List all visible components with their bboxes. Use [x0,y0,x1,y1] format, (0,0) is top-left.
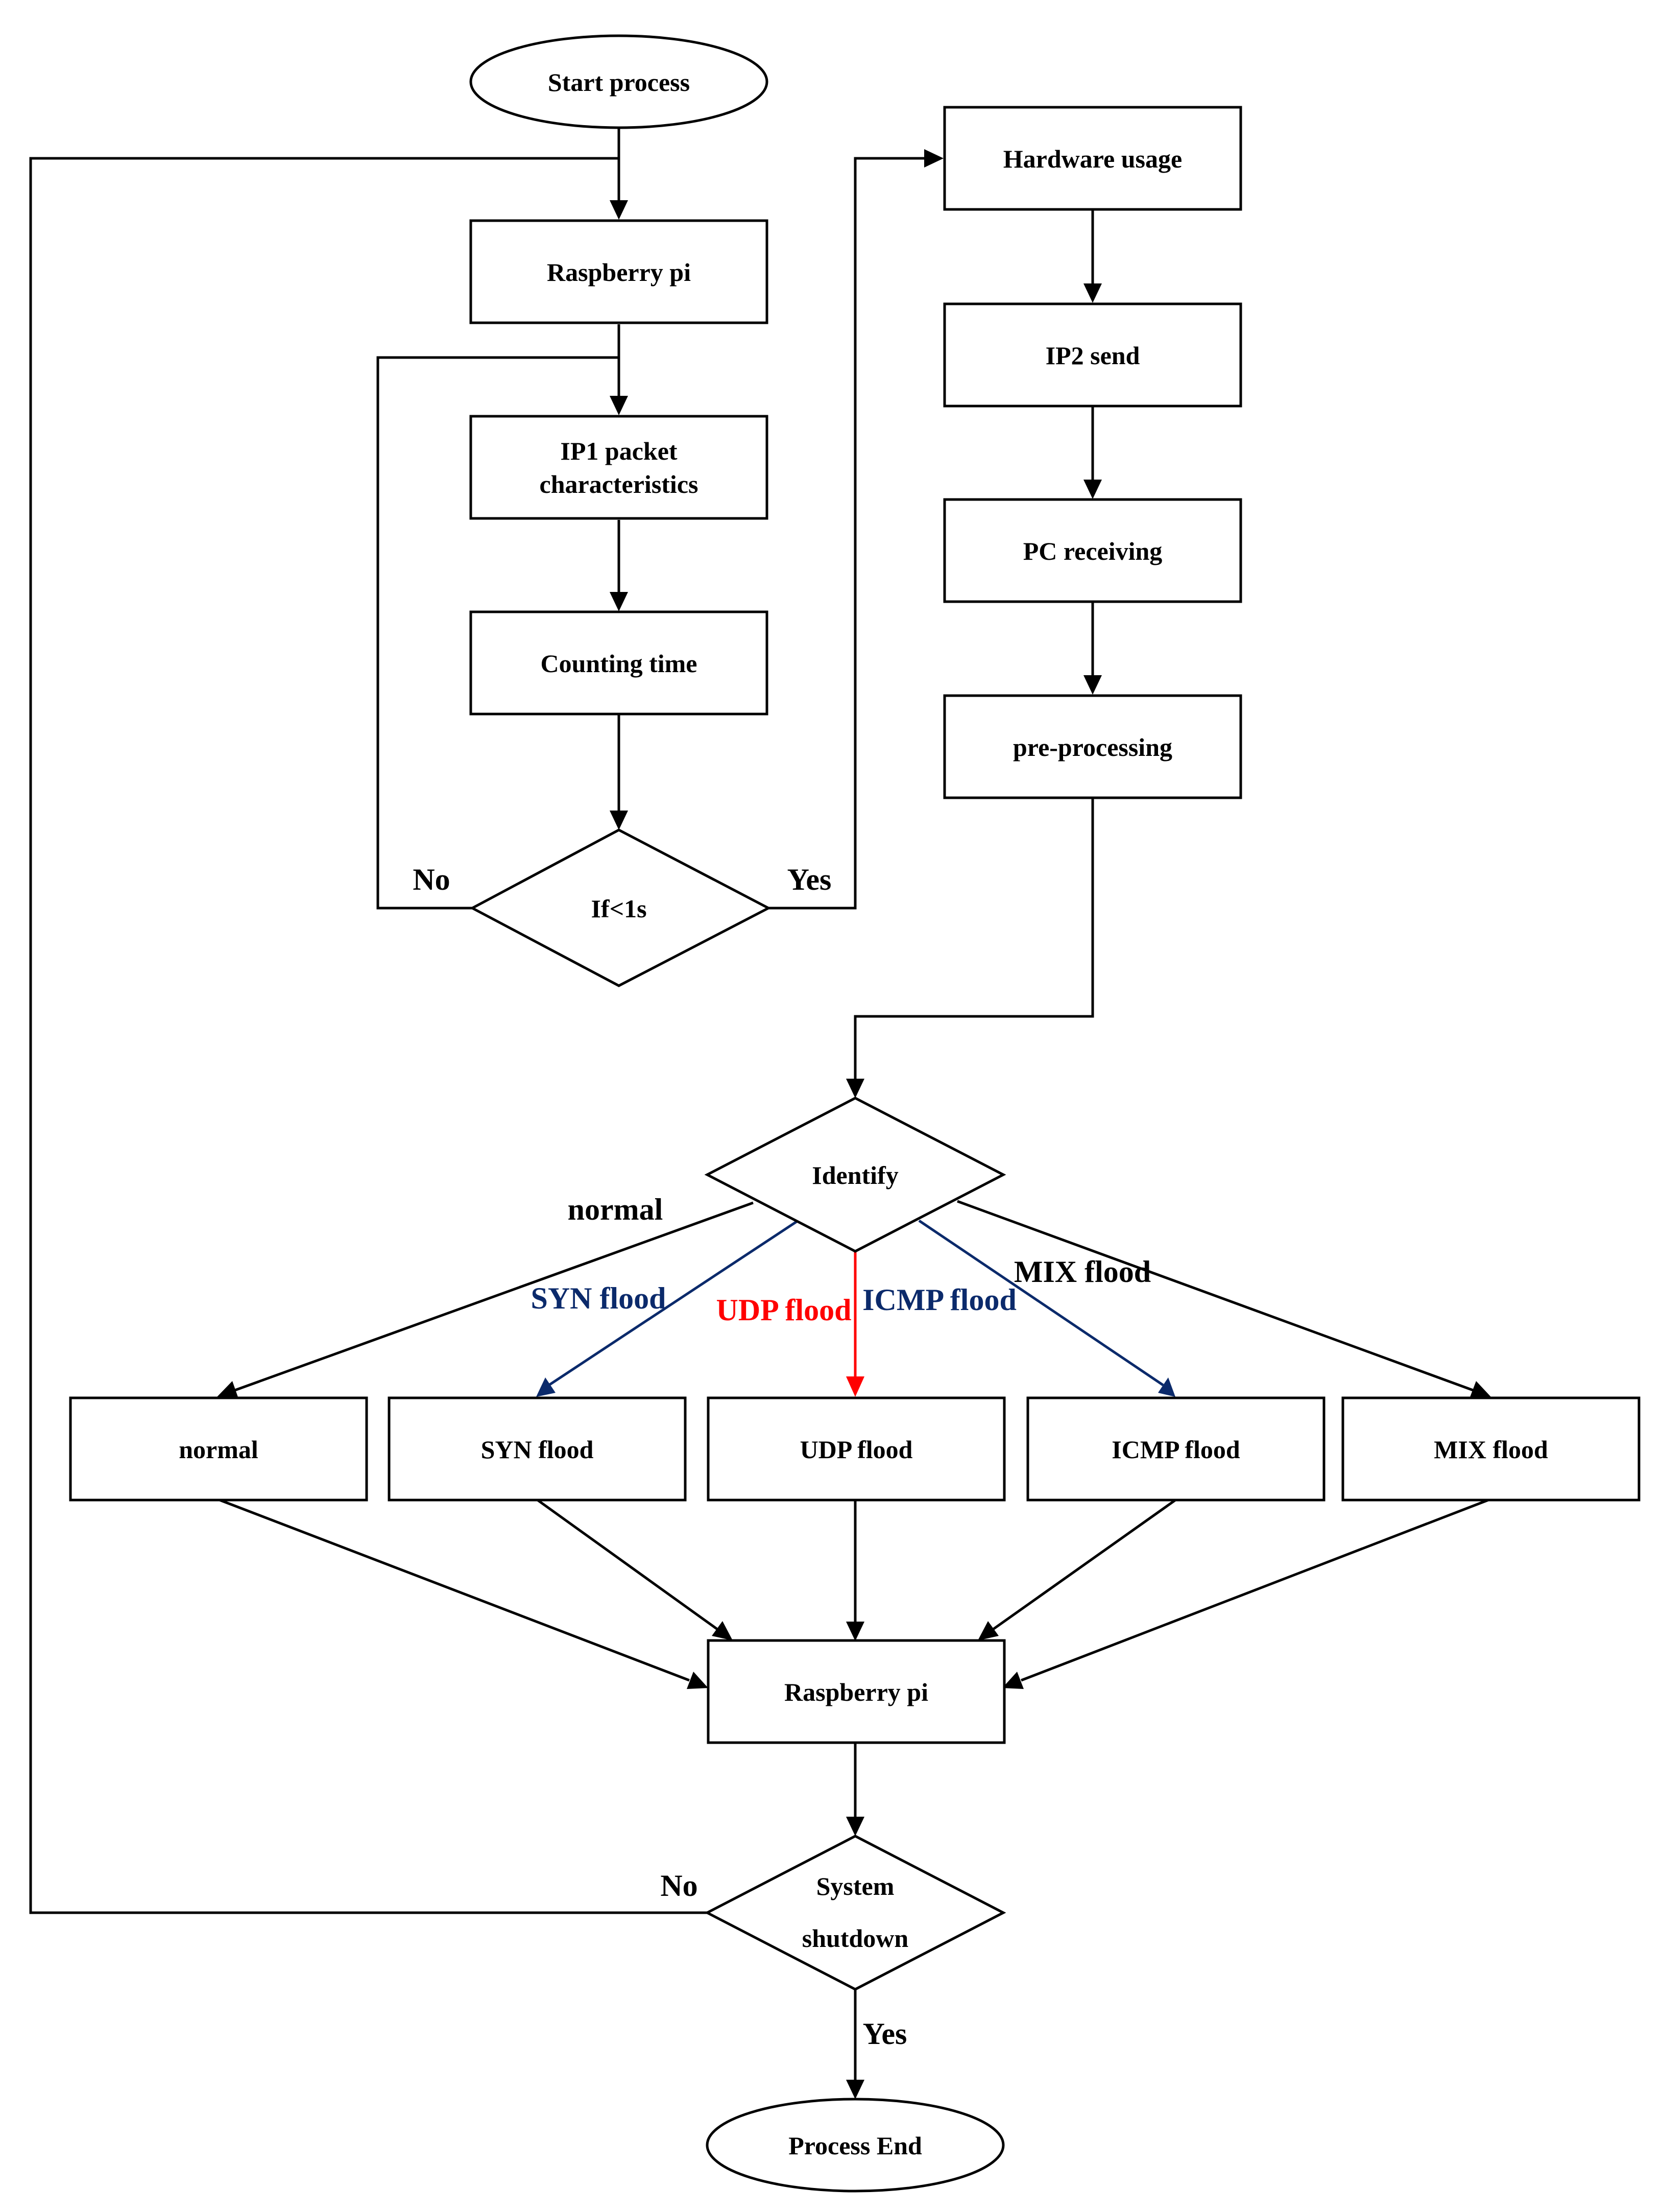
edge-preprocessing-to-identify [854,797,1094,1080]
pc-receiving-node: PC receiving [943,498,1242,603]
pre-processing-node: pre-processing [943,694,1242,799]
edge-mix-to-raspberry [1021,1497,1491,1682]
normal-node: normal [69,1396,368,1502]
icmp-flood-node: ICMP flood [1026,1396,1325,1502]
edge-syn-to-raspberry [535,1497,718,1631]
hardware-usage-label: Hardware usage [1003,145,1182,173]
arrowhead [610,396,628,415]
edge-if-no-loop [376,356,619,910]
arrowhead [687,1672,708,1689]
udp-flood-node: UDP flood [707,1396,1006,1502]
identify-label: Identify [812,1161,898,1190]
start-node: Start process [469,34,768,129]
if-yes-label: Yes [787,863,832,896]
arrowhead [846,1079,864,1098]
arrowhead [846,1376,864,1397]
udp-flood-label: UDP flood [800,1435,913,1464]
mix-flood-node: MIX flood [1341,1396,1641,1502]
edge-labels: No Yes normal SYN flood UDP flood ICMP f… [413,863,1151,2051]
arrowhead [712,1621,733,1640]
raspberry-pi-bottom-node: Raspberry pi [707,1639,1006,1744]
arrowhead [846,2080,864,2099]
arrowhead [217,1381,238,1398]
arrowhead [1083,480,1102,499]
arrowhead [978,1621,999,1640]
icmp-flood-label: ICMP flood [1112,1435,1240,1464]
arrowhead [846,1622,864,1641]
hardware-usage-node: Hardware usage [943,106,1242,211]
syn-flood-node: SYN flood [388,1396,687,1502]
edge-identify-to-icmp [918,1219,1164,1387]
arrowhead [924,149,944,168]
counting-time-node: Counting time [469,610,768,716]
process-end-node: Process End [706,2098,1005,2193]
edges [29,128,1491,2099]
arrowhead [1469,1381,1491,1398]
arrowhead [846,1817,864,1836]
mix-flood-branch-label: MIX flood [1014,1255,1151,1289]
edge-normal-to-raspberry [216,1497,690,1682]
system-shutdown-label-line2: shutdown [802,1924,909,1953]
raspberry-pi-top-node: Raspberry pi [469,219,768,324]
edge-if-yes-to-hardware [768,157,924,910]
system-shutdown-decision: System shutdown [704,1835,1006,1991]
raspberry-pi-top-label: Raspberry pi [547,258,691,287]
icmp-flood-branch-label: ICMP flood [862,1283,1017,1317]
system-shutdown-label-line1: System [816,1872,895,1900]
normal-label: normal [179,1435,258,1464]
normal-branch-label: normal [568,1193,663,1226]
if-no-label: No [413,863,450,896]
process-end-label: Process End [788,2131,922,2160]
ip1-packet-node: IP1 packet characteristics [469,415,768,520]
arrowhead [536,1377,556,1397]
arrowhead [1158,1377,1175,1397]
raspberry-pi-bottom-label: Raspberry pi [784,1678,928,1706]
arrowhead [1083,283,1102,303]
pc-receiving-label: PC receiving [1023,537,1163,565]
arrowhead [610,592,628,611]
arrowhead [610,200,628,220]
arrowhead [1083,675,1102,695]
ip2-send-label: IP2 send [1046,341,1140,370]
mix-flood-label: MIX flood [1434,1435,1548,1464]
ip1-packet-label-line1: IP1 packet [560,437,678,465]
udp-flood-branch-label: UDP flood [716,1293,851,1327]
ip2-send-node: IP2 send [943,302,1242,408]
syn-flood-label: SYN flood [481,1435,594,1464]
start-label: Start process [548,68,690,97]
edge-shutdown-no-loop [29,157,707,1914]
shutdown-no-label: No [660,1869,697,1902]
edge-identify-to-syn [548,1220,798,1387]
pre-processing-label: pre-processing [1013,733,1172,762]
if-lt-1s-decision: If<1s [469,828,772,987]
identify-decision: Identify [704,1097,1006,1253]
arrowhead [610,811,628,830]
edge-identify-to-mix [957,1200,1474,1392]
counting-time-label: Counting time [541,649,697,678]
edge-identify-to-normal [234,1201,754,1392]
edge-icmp-to-raspberry [992,1497,1178,1631]
arrowhead [1002,1672,1024,1689]
ip1-packet-label-line2: characteristics [540,470,698,498]
if-lt-1s-label: If<1s [591,894,646,923]
shutdown-yes-label: Yes [863,2017,907,2051]
syn-flood-branch-label: SYN flood [531,1281,666,1315]
